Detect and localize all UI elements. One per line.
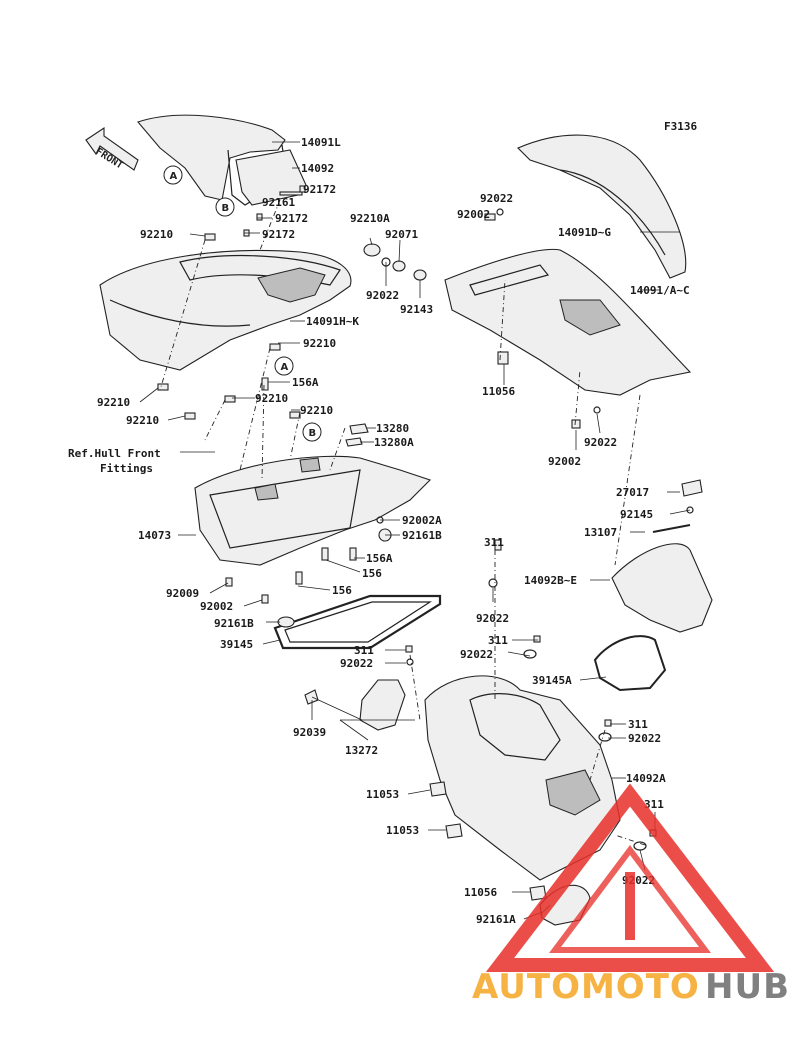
part-label: 156A (292, 376, 319, 389)
part-label: 92039 (293, 726, 326, 739)
part-label: 92172 (275, 212, 308, 225)
part-label: 92002 (457, 208, 490, 221)
part-label: 92009 (166, 587, 199, 600)
leader-lines (139, 141, 691, 920)
part-label: 92022 (628, 732, 661, 745)
part-label: 39145 (220, 638, 253, 651)
front-arrow-icon: FRONT (85, 126, 139, 171)
part-label: 92002 (548, 455, 581, 468)
svg-text:B: B (222, 203, 230, 214)
part-label: 92172 (303, 183, 336, 196)
part-label: 13280A (374, 436, 414, 449)
part-label: 311 (644, 798, 664, 811)
gasket-39145 (273, 594, 442, 650)
ref-note-line2: Fittings (100, 462, 153, 475)
part-label: 156 (362, 567, 382, 580)
gasket-39145a (593, 635, 667, 692)
part-label: 92210 (97, 396, 130, 409)
bracket-13272 (359, 679, 406, 731)
svg-text:B: B (309, 428, 317, 439)
part-label: 311 (484, 536, 504, 549)
watermark-text-part2: HUB (705, 967, 790, 1007)
part-label: 14091L (301, 136, 341, 149)
ref-note-line1: Ref.Hull Front (68, 447, 161, 460)
part-label: 14092A (626, 772, 666, 785)
part-label: 92022 (460, 648, 493, 661)
part-label: 13272 (345, 744, 378, 757)
part-label: 92161A (476, 913, 516, 926)
part-label: 92002 (200, 600, 233, 613)
part-label: 92210 (300, 404, 333, 417)
cover-14091d-g (517, 134, 687, 279)
figure-code: F3136 (664, 120, 697, 133)
part-label: 92172 (262, 228, 295, 241)
part-label: 11053 (366, 788, 399, 801)
part-label: 14091H~K (306, 315, 359, 328)
part-label: 311 (488, 634, 508, 647)
tray-14073 (194, 455, 432, 566)
svg-text:A: A (170, 171, 178, 182)
part-label: 92022 (340, 657, 373, 670)
deck-cover-14091h-k (99, 249, 352, 371)
part-label: 92161B (214, 617, 254, 630)
part-label: 92022 (366, 289, 399, 302)
part-label: 92210 (126, 414, 159, 427)
part-label: 92210 (303, 337, 336, 350)
part-label: 92210 (255, 392, 288, 405)
part-label: 92210 (140, 228, 173, 241)
callout-b-lower: B (302, 422, 322, 442)
part-label: 92161 (262, 196, 295, 209)
watermark-logo: AUTOMOTO HUB (472, 783, 790, 1007)
part-label: 11056 (482, 385, 515, 398)
part-label: 92022 (476, 612, 509, 625)
part-labels: 14091L 14092 92172 92161 92172 92172 922… (97, 136, 690, 926)
part-label: 92161B (402, 529, 442, 542)
part-label: 14092B~E (524, 574, 577, 587)
part-label: 156 (332, 584, 352, 597)
part-label: 311 (628, 718, 648, 731)
part-label: 156A (366, 552, 393, 565)
part-label: 11056 (464, 886, 497, 899)
hardware (157, 185, 703, 901)
callout-b-upper: B (215, 197, 235, 217)
part-label: 39145A (532, 674, 572, 687)
watermark-text-part1: AUTOMOTO (472, 967, 700, 1007)
part-label: 13107 (584, 526, 617, 539)
part-label: 92210A (350, 212, 390, 225)
part-label: 14092 (301, 162, 334, 175)
part-label: 14091/A~C (630, 284, 690, 297)
part-label: 92071 (385, 228, 418, 241)
part-label: 92002A (402, 514, 442, 527)
part-label: 92022 (584, 436, 617, 449)
part-label: 27017 (616, 486, 649, 499)
lid-14092b-e (611, 543, 713, 633)
part-label: 14073 (138, 529, 171, 542)
reference-lines (159, 199, 646, 846)
part-label: 311 (354, 644, 374, 657)
part-label: 92145 (620, 508, 653, 521)
callout-a-upper: A (163, 165, 183, 185)
part-label: 13280 (376, 422, 409, 435)
part-label: 11053 (386, 824, 419, 837)
part-label: 14091D~G (558, 226, 611, 239)
callout-a-lower: A (274, 356, 294, 376)
glovebox-14092a (424, 675, 621, 881)
cover-14091-a-c (444, 248, 692, 396)
svg-text:A: A (281, 362, 289, 373)
part-label: 92143 (400, 303, 433, 316)
part-label: 92022 (480, 192, 513, 205)
